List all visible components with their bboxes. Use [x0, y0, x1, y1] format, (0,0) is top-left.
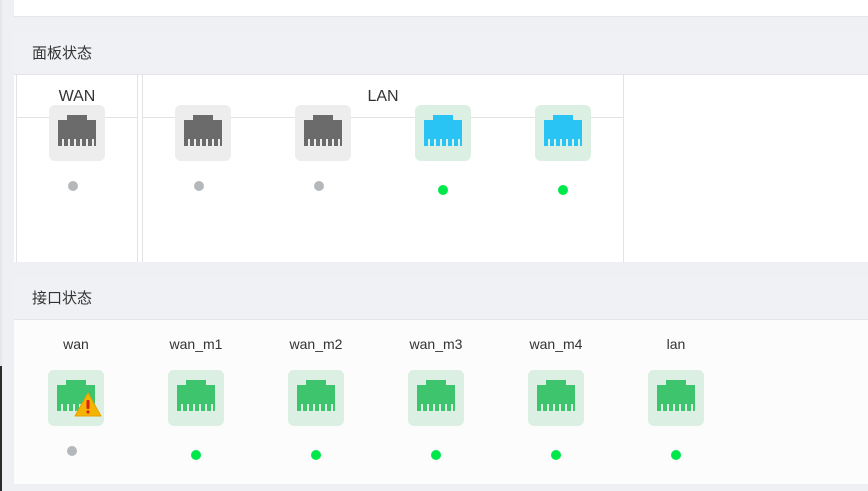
- wan-port-0[interactable]: [49, 105, 105, 161]
- interface-lan-link-dot: [671, 450, 681, 460]
- lan-port-3-link-dot: [438, 185, 448, 195]
- interface-wan-m2-link-dot: [311, 450, 321, 460]
- interface-status-title: 接口状态: [14, 277, 868, 320]
- left-edge: [0, 0, 2, 491]
- lan-port-group: LAN: [142, 75, 624, 262]
- interface-label-wan-m2: wan_m2: [289, 336, 343, 352]
- interface-label-lan: lan: [666, 336, 686, 352]
- ethernet-port-icon: [657, 380, 695, 411]
- lan-port-1-link-dot: [194, 181, 204, 191]
- interface-wan-m2[interactable]: [288, 370, 344, 426]
- interface-label-wan-m3: wan_m3: [409, 336, 463, 352]
- interface-wan-m3-link-dot: [431, 450, 441, 460]
- wan-port-0-link-dot: [68, 181, 78, 191]
- lan-port-1[interactable]: [175, 105, 231, 161]
- interface-status-card: 接口状态 wan wan_m1 wan_m2 wan_m3: [14, 277, 868, 484]
- lan-port-2[interactable]: [295, 105, 351, 161]
- interface-lan[interactable]: [648, 370, 704, 426]
- ethernet-port-icon: [177, 380, 215, 411]
- warning-icon: [74, 392, 102, 417]
- interface-label-wan-m1: wan_m1: [169, 336, 223, 352]
- left-edge-dark: [0, 366, 2, 491]
- interface-wan-m1[interactable]: [168, 370, 224, 426]
- wan-port-group: WAN: [16, 75, 138, 262]
- lan-port-3[interactable]: [415, 105, 471, 161]
- ethernet-port-icon: [304, 115, 342, 146]
- ethernet-port-icon: [544, 115, 582, 146]
- ethernet-port-icon: [537, 380, 575, 411]
- lan-port-2-link-dot: [314, 181, 324, 191]
- interface-wan-link-dot: [67, 446, 77, 456]
- panel-status-title: 面板状态: [14, 32, 868, 75]
- interface-wan[interactable]: [48, 370, 104, 426]
- lan-port-4-link-dot: [558, 185, 568, 195]
- lan-port-4[interactable]: [535, 105, 591, 161]
- previous-card-bottom: [14, 0, 868, 17]
- interface-label-wan: wan: [63, 336, 89, 352]
- ethernet-port-icon: [297, 380, 335, 411]
- interface-wan-m4-link-dot: [551, 450, 561, 460]
- interface-wan-m1-link-dot: [191, 450, 201, 460]
- interface-wan-m3[interactable]: [408, 370, 464, 426]
- ethernet-port-icon: [184, 115, 222, 146]
- ethernet-port-icon: [424, 115, 462, 146]
- ethernet-port-icon: [417, 380, 455, 411]
- ethernet-port-icon: [58, 115, 96, 146]
- interface-label-wan-m4: wan_m4: [529, 336, 583, 352]
- interface-wan-m4[interactable]: [528, 370, 584, 426]
- lan-group-title: LAN: [143, 75, 623, 118]
- panel-status-card: 面板状态 WAN LAN: [14, 32, 868, 262]
